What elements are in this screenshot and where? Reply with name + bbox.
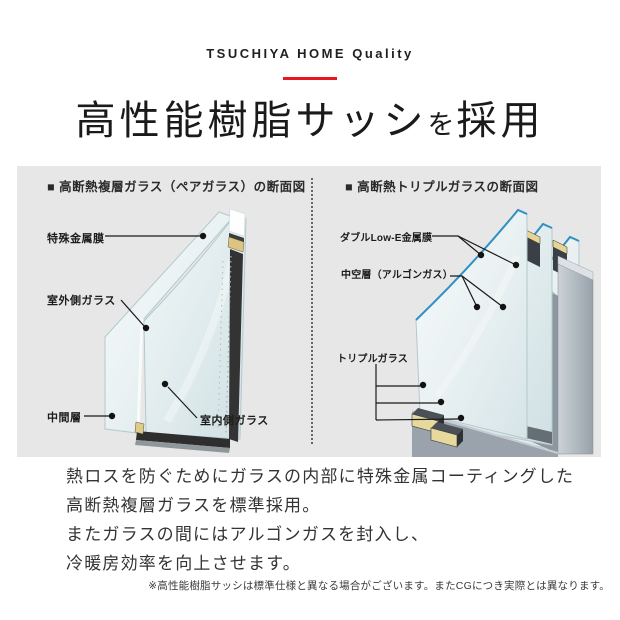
description-line-3: またガラスの間にはアルゴンガスを封入し、	[66, 525, 430, 544]
triple-glass-caption: ■高断熱トリプルガラスの断面図	[345, 176, 538, 195]
frame-top-face	[557, 255, 594, 281]
bottom-spacer	[134, 421, 145, 435]
footnote: ※高性能樹脂サッシは標準仕様と異なる場合がございます。またCGにつき実際とは異な…	[148, 580, 610, 592]
bullet-square-icon: ■	[47, 180, 56, 194]
page-title: 高性能樹脂サッシを採用	[0, 88, 620, 146]
glass-cut-edge	[228, 208, 246, 237]
bottom-spacer-2	[430, 422, 463, 448]
triple-glass-caption-text: 高断熱トリプルガラスの断面図	[357, 180, 539, 194]
label-outdoor-glass: 室外側ガラス	[47, 295, 116, 307]
air-gap-highlight	[136, 318, 144, 433]
pair-glass-caption-text: 高断熱複層ガラス（ペアガラス）の断面図	[59, 180, 306, 194]
description-line-2: 高断熱複層ガラスを標準採用。	[66, 496, 321, 515]
bottom-seal	[136, 431, 230, 448]
description: 熱ロスを防ぐためにガラスの内部に特殊金属コーティングした 高断熱複層ガラスを標準…	[66, 462, 596, 578]
label-hollow-layer: 中空層（アルゴンガス）	[341, 270, 453, 281]
label-middle-layer: 中間層	[47, 412, 82, 424]
label-double-lowe-film: ダブルLow-E金属膜	[340, 233, 433, 244]
pair-glass-caption: ■高断熱複層ガラス（ペアガラス）の断面図	[47, 176, 306, 195]
triple-glass-illustration	[375, 208, 594, 457]
inner-glass-pane	[143, 214, 247, 440]
bottom-seal-base	[135, 440, 230, 453]
bullet-square-icon: ■	[345, 180, 354, 194]
label-triple-glass: トリプルガラス	[337, 354, 408, 365]
spacer-cap	[229, 233, 244, 242]
leader-lines	[84, 232, 207, 420]
description-line-1: 熱ロスを防ぐためにガラスの内部に特殊金属コーティングした	[66, 467, 575, 486]
edge-seal	[229, 249, 243, 442]
triple-glass-section: ■高断熱トリプルガラスの断面図	[312, 166, 601, 457]
brand-text: TSUCHIYA HOME Quality	[206, 46, 414, 61]
leader-lines	[375, 235, 517, 421]
panel-divider	[311, 178, 313, 444]
brand-underline	[283, 77, 337, 80]
perforation-dots-2	[217, 260, 224, 432]
pair-glass-illustration	[84, 208, 247, 453]
glass-pane-1	[415, 208, 528, 440]
leader-dots	[419, 251, 520, 422]
title-suffix: 採用	[456, 99, 545, 143]
title-main: 高性能樹脂サッシ	[75, 99, 428, 143]
pair-glass-section: ■高断熱複層ガラス（ペアガラス）の断面図	[17, 166, 312, 457]
top-spacer	[227, 236, 245, 253]
description-line-4: 冷暖房効率を向上させます。	[66, 554, 301, 573]
title-particle: を	[427, 110, 457, 140]
label-indoor-glass: 室内側ガラス	[200, 415, 269, 427]
frame-right-face	[557, 263, 594, 455]
diagram-panel: ■高断熱複層ガラス（ペアガラス）の断面図	[17, 166, 601, 457]
label-metal-film: 特殊金属膜	[47, 233, 105, 245]
